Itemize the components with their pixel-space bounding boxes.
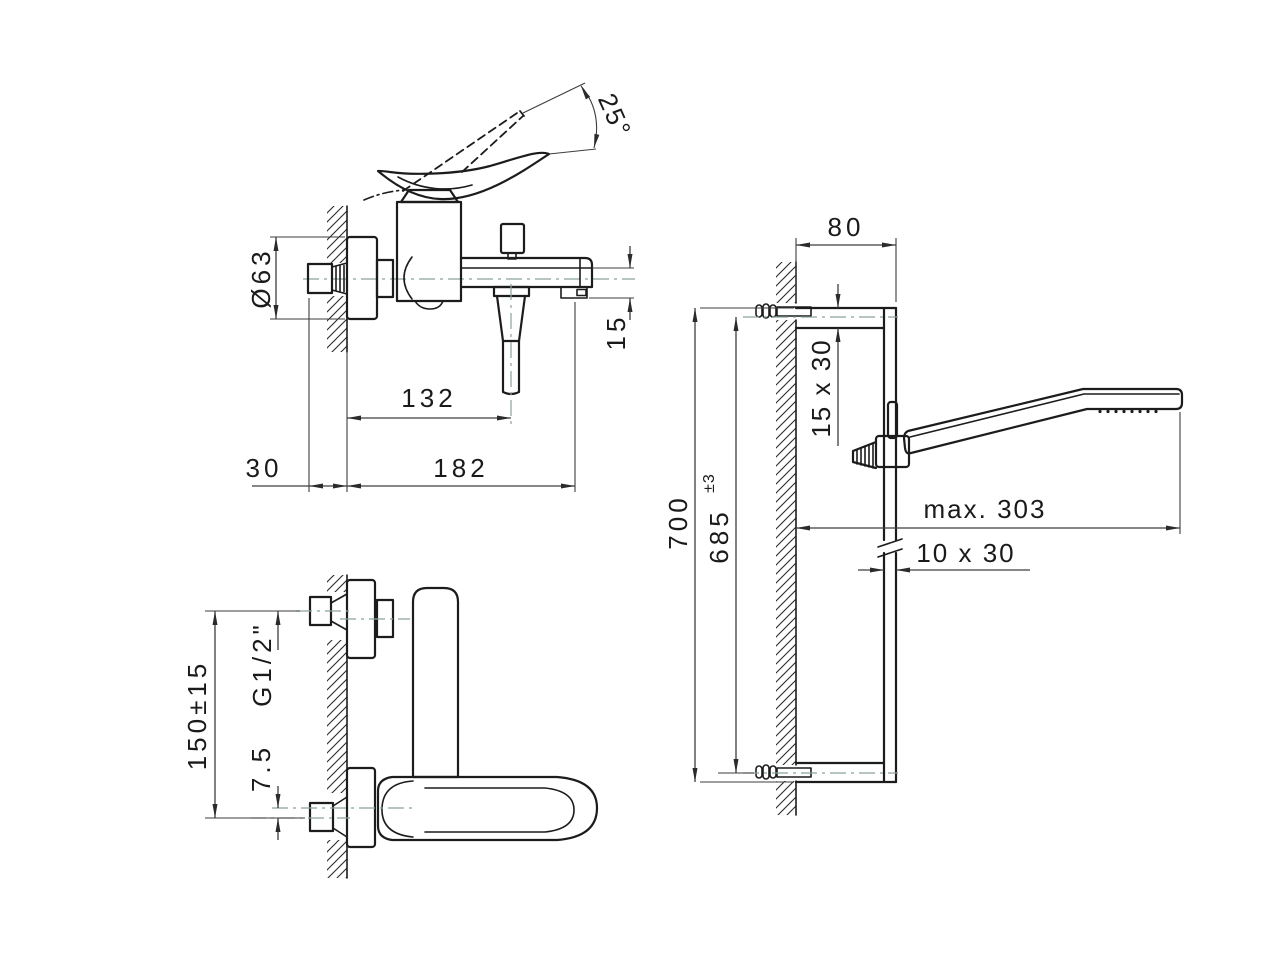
- dim-thread-label: G1/2": [247, 621, 277, 707]
- view-mixer-plan: 150±15 G1/2" 7.5: [182, 574, 599, 879]
- mixer-body-plan: [411, 586, 460, 779]
- dim-anchor-centers-label: 685: [704, 508, 734, 563]
- dim-bracket-depth-label: 80: [828, 212, 865, 242]
- wall-hatch-rail-view: [776, 261, 797, 816]
- dim-handle-angle-label: 25°: [592, 89, 638, 143]
- diverter-knob: [499, 222, 526, 260]
- dim-handle-angle: 25°: [522, 82, 638, 155]
- spray-nozzles: [1098, 409, 1158, 414]
- dim-escutcheon-diameter: Ø63: [246, 236, 345, 320]
- dim-supply-centers-label: 150±15: [182, 660, 212, 771]
- mixer-body: [395, 188, 463, 310]
- lever-handle: [376, 151, 551, 201]
- dim-rail-profile-label: 10 x 30: [916, 538, 1015, 568]
- dim-max-reach-label: max. 303: [924, 494, 1047, 524]
- dim-total-height-label: 700: [663, 494, 693, 549]
- dim-bracket-depth: 80: [795, 212, 897, 302]
- spout: [459, 256, 594, 299]
- lever-handle-raised-dashed: [363, 110, 525, 201]
- body-adapter: [375, 258, 395, 299]
- view-bath-mixer-side: 25° Ø63: [246, 82, 638, 492]
- dim-outlet-center-label: 132: [401, 383, 456, 413]
- slide-rail: [794, 306, 903, 784]
- dim-outlet-center: 132: [346, 352, 511, 492]
- handshower-outlet: [492, 284, 531, 424]
- dim-rail-profile: 10 x 30: [858, 538, 1030, 573]
- dim-spout-height-label: 15: [601, 314, 631, 351]
- view-shower-rail: 80 15 x 30 700 685 ±3: [663, 212, 1184, 816]
- hand-shower: [902, 387, 1184, 455]
- dim-spout-height: 15: [589, 246, 634, 350]
- dim-total-height: 700: [663, 307, 794, 783]
- dim-reach-label: 182: [433, 453, 488, 483]
- dim-max-reach: max. 303: [796, 412, 1181, 534]
- hand-shower-slider: [851, 400, 911, 470]
- wall-anchor-bottom: [755, 764, 812, 780]
- dim-offset: 7.5: [246, 744, 281, 840]
- dim-thread-callout: G1/2": [247, 611, 281, 707]
- dim-wall-and-reach: 30 182: [246, 298, 576, 492]
- rail-break-symbol: [877, 538, 903, 558]
- wall-escutcheon: [345, 235, 379, 321]
- dim-bracket-profile-label: 15 x 30: [806, 338, 836, 437]
- dim-offset-label: 7.5: [246, 744, 276, 792]
- dim-escutcheon-diameter-label: Ø63: [246, 247, 276, 308]
- dim-wall-label: 30: [246, 453, 283, 483]
- dim-anchor-tolerance-label: ±3: [701, 473, 718, 493]
- supply-connection: [306, 262, 348, 295]
- dim-bracket-profile: 15 x 30: [806, 284, 841, 446]
- wall-anchor-top: [755, 303, 812, 319]
- dim-anchor-centers: 685 ±3: [701, 317, 754, 774]
- dim-supply-centers: 150±15: [182, 610, 305, 819]
